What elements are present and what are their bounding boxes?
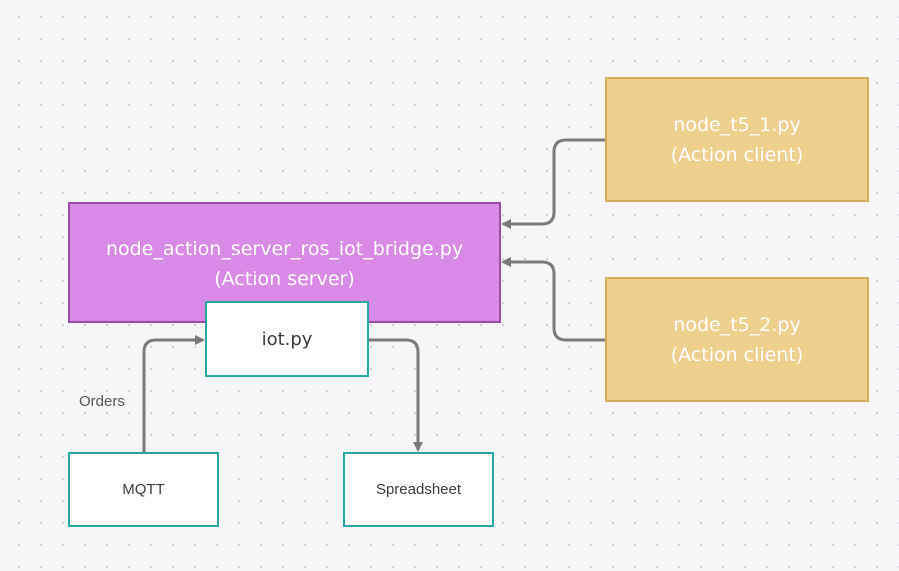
- mqtt-label: MQTT: [122, 481, 165, 498]
- client1-filename: node_t5_1.py: [673, 113, 801, 136]
- client1-role: (Action client): [670, 143, 804, 166]
- orders-edge-label: Orders: [79, 393, 125, 410]
- connector-client2-to-server: [501, 257, 605, 342]
- iot-node[interactable]: iot.py: [205, 301, 369, 377]
- action-server-node[interactable]: node_action_server_ros_iot_bridge.py (Ac…: [68, 202, 501, 323]
- connector-mqtt-to-iot: [142, 335, 205, 452]
- client2-filename: node_t5_2.py: [673, 313, 801, 336]
- spreadsheet-node[interactable]: Spreadsheet: [343, 452, 494, 527]
- action-client-node-1[interactable]: node_t5_1.py (Action client): [605, 77, 869, 202]
- action-client-node-2[interactable]: node_t5_2.py (Action client): [605, 277, 869, 402]
- connector-iot-to-spreadsheet: [369, 338, 423, 452]
- client2-role: (Action client): [670, 343, 804, 366]
- connector-client1-to-server: [501, 138, 605, 229]
- action-server-filename: node_action_server_ros_iot_bridge.py: [105, 238, 464, 260]
- spreadsheet-label: Spreadsheet: [375, 481, 462, 498]
- iot-label: iot.py: [261, 328, 313, 350]
- mqtt-node[interactable]: MQTT: [68, 452, 219, 527]
- action-server-role: (Action server): [214, 268, 355, 290]
